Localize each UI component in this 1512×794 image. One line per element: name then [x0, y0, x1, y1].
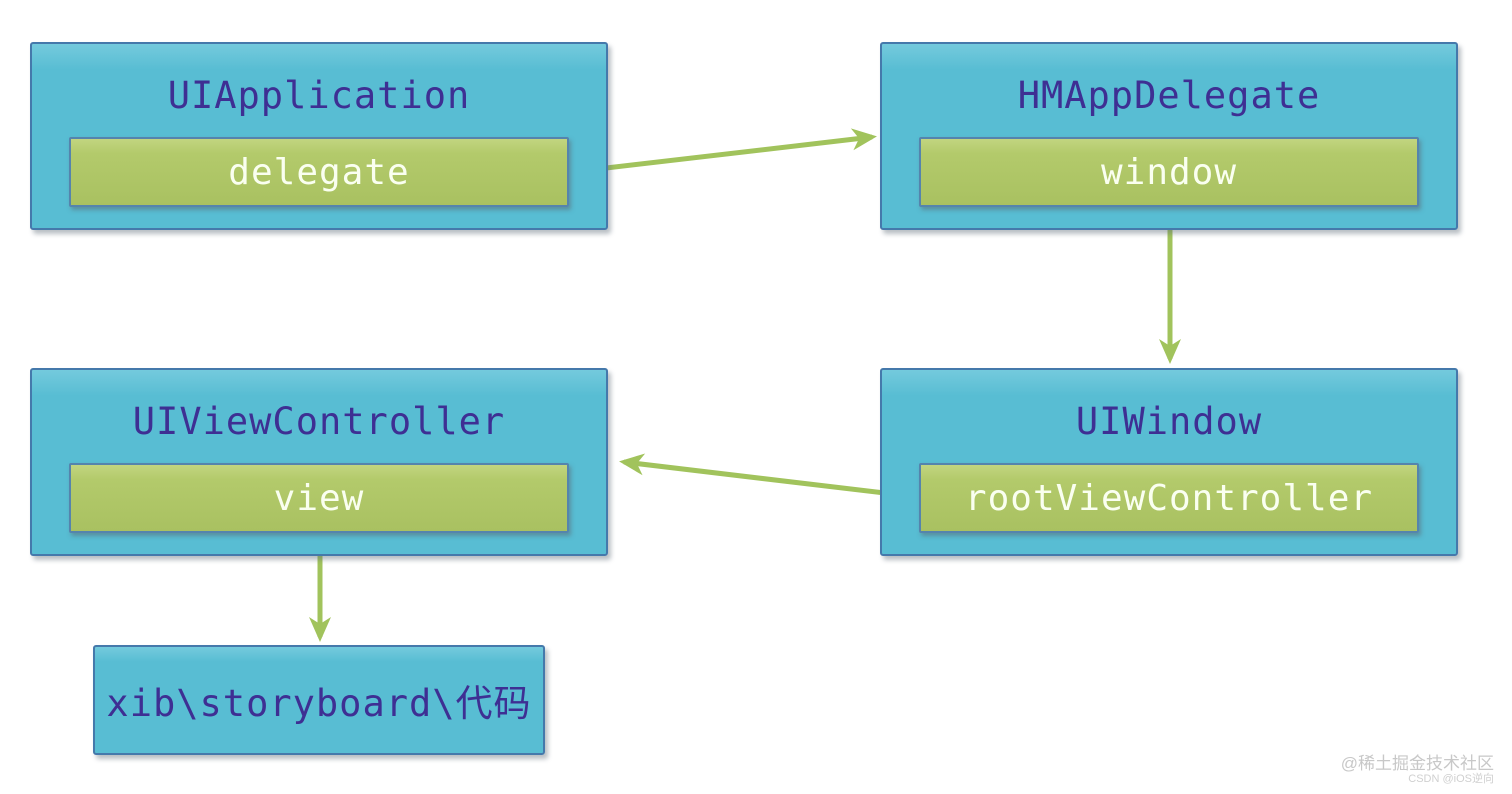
arrow-delegate-to-hmappdelegate: [571, 128, 877, 175]
node-uiwindow: UIWindow rootViewController: [880, 368, 1458, 556]
property-window: window: [919, 137, 1419, 207]
node-uiapplication-title: UIApplication: [167, 74, 471, 117]
node-uiapplication: UIApplication delegate: [30, 42, 608, 230]
watermark-line2: CSDN @iOS逆向: [1408, 773, 1494, 786]
arrow-rootviewcontroller-to-uiviewcontroller: [619, 453, 919, 500]
node-uiviewcontroller: UIViewController view: [30, 368, 608, 556]
property-delegate: delegate: [69, 137, 569, 207]
node-uiwindow-title: UIWindow: [1075, 400, 1263, 443]
node-hmappdelegate: HMAppDelegate window: [880, 42, 1458, 230]
property-rootviewcontroller: rootViewController: [919, 463, 1419, 533]
watermark-line1: @稀土掘金技术社区: [1340, 753, 1494, 773]
node-uiviewcontroller-title: UIViewController: [132, 400, 506, 443]
watermark: @稀土掘金技术社区 CSDN @iOS逆向: [1341, 754, 1494, 786]
node-xib-storyboard-code: xib\storyboard\代码: [93, 645, 545, 755]
node-hmappdelegate-title: HMAppDelegate: [1017, 74, 1321, 117]
node-xib-storyboard-code-title: xib\storyboard\代码: [106, 682, 532, 725]
property-view: view: [69, 463, 569, 533]
